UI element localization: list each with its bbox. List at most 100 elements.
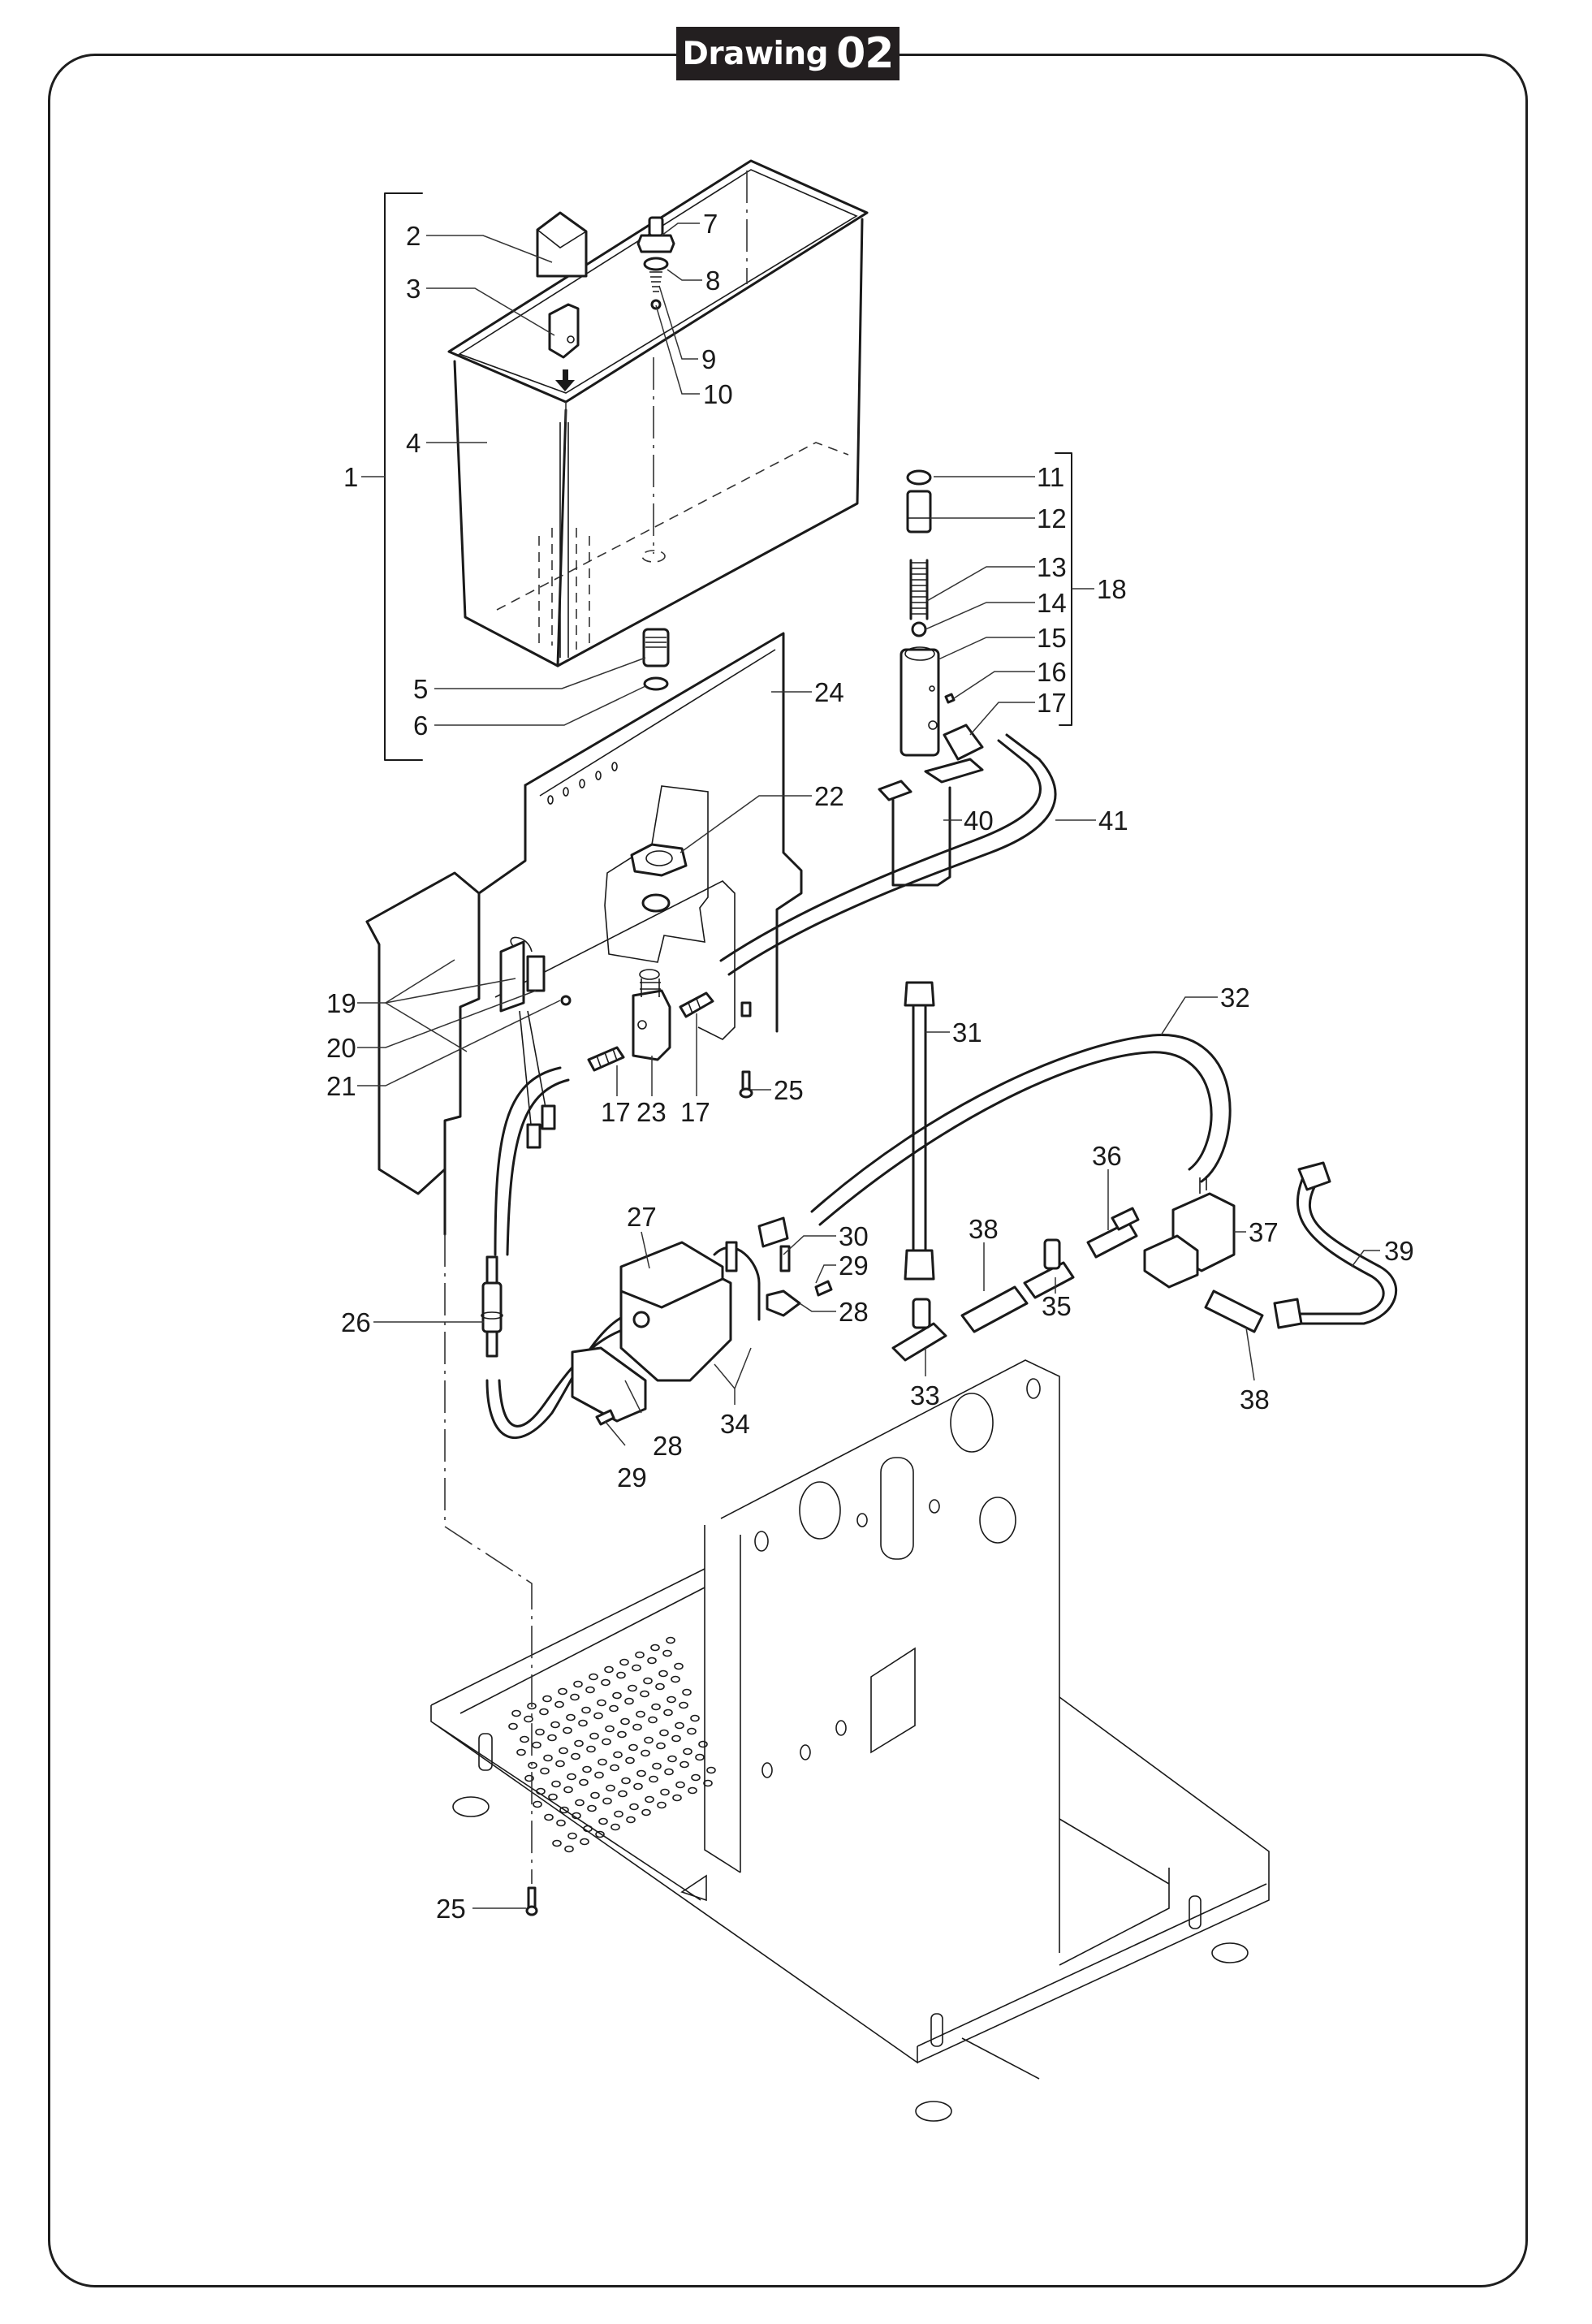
drip-grid-hole	[550, 1721, 560, 1729]
drip-grid-hole	[620, 1717, 630, 1726]
drip-grid-hole	[598, 1758, 607, 1766]
part-label-23: 23	[636, 1097, 667, 1127]
drip-grid-hole	[575, 1799, 585, 1807]
drip-grid-hole	[618, 1790, 628, 1798]
drip-grid-hole	[667, 1695, 676, 1704]
part-label-27: 27	[627, 1202, 657, 1232]
drip-grid-hole	[640, 1690, 649, 1698]
water-tank	[447, 159, 869, 667]
part-label-25-upper: 25	[774, 1075, 804, 1105]
part-label-35: 35	[1042, 1291, 1072, 1321]
inlet-part-26	[481, 1255, 503, 1358]
part-label-17-valve: 17	[1037, 688, 1067, 718]
part-label-32: 32	[1220, 983, 1250, 1013]
drip-grid-hole	[598, 1817, 608, 1825]
drip-grid-hole	[641, 1808, 651, 1816]
hoses	[485, 733, 1232, 1439]
drip-grid-hole	[563, 1786, 573, 1794]
valve-part-38-left	[960, 1285, 1029, 1333]
drip-grid-hole	[691, 1773, 701, 1782]
screw-part-25-lower	[525, 1886, 538, 1916]
part-label-28-right: 28	[839, 1297, 869, 1327]
drip-grid-hole	[659, 1729, 669, 1737]
assembly-centerlines	[444, 402, 567, 1884]
part-label-20: 20	[326, 1033, 356, 1063]
drip-grid-hole	[629, 1803, 639, 1811]
drip-grid-hole	[548, 1793, 558, 1801]
part-label-14: 14	[1037, 588, 1067, 618]
drip-grid-hole	[601, 1678, 610, 1687]
pump-screws	[595, 1245, 833, 1426]
drip-grid-hole	[683, 1747, 692, 1756]
drip-grid-hole	[571, 1752, 580, 1760]
drip-grid-hole	[660, 1788, 670, 1796]
drip-grid-hole	[613, 1751, 623, 1759]
drip-grid-hole	[628, 1743, 638, 1752]
part-label-3: 3	[406, 274, 421, 304]
drip-grid-hole	[656, 1742, 666, 1750]
part-label-4: 4	[406, 428, 421, 458]
drip-grid-hole	[690, 1714, 700, 1722]
part-label-31: 31	[952, 1017, 982, 1048]
support-panel-part-24	[365, 632, 803, 1236]
drip-grid-hole	[658, 1670, 668, 1678]
drip-grid-hole	[666, 1636, 675, 1644]
drip-grid-hole	[628, 1684, 637, 1692]
drip-grid-hole	[516, 1748, 526, 1756]
part-label-1: 1	[343, 462, 358, 492]
part-label-28-left: 28	[653, 1431, 683, 1461]
drip-grid-hole	[632, 1664, 641, 1672]
part-label-12: 12	[1037, 503, 1067, 533]
drip-grid-hole	[589, 1673, 598, 1681]
drip-grid-hole	[586, 1745, 596, 1753]
drip-grid-hole	[520, 1735, 529, 1743]
drip-grid-hole	[532, 1741, 541, 1749]
drip-grid-hole	[672, 1794, 682, 1802]
drip-grid-hole	[703, 1779, 713, 1787]
drip-grid-hole	[528, 1761, 537, 1769]
part-label-7: 7	[703, 209, 718, 239]
drip-grid-hole	[652, 1762, 662, 1770]
drip-grid-hole	[602, 1797, 612, 1805]
panel-holes	[547, 762, 618, 805]
part-label-9: 9	[701, 344, 716, 374]
float-part-2	[536, 211, 588, 278]
drip-grid-hole	[617, 1730, 627, 1739]
drip-grid-hole	[566, 1713, 576, 1721]
drip-grid-hole	[543, 1754, 553, 1762]
drip-grid-hole	[650, 1644, 660, 1652]
drip-grid-hole	[547, 1734, 557, 1742]
drip-grid-hole	[619, 1658, 629, 1666]
drip-grid-hole	[680, 1760, 689, 1769]
group-brackets	[361, 192, 1094, 761]
drip-grid-hole	[535, 1728, 545, 1736]
drip-grid-hole	[604, 1665, 614, 1674]
drip-grid-hole	[539, 1708, 549, 1716]
insert-arrow-icon	[555, 369, 575, 391]
part-label-29-right: 29	[839, 1251, 869, 1281]
part-label-38-left: 38	[969, 1214, 999, 1244]
drip-grid-hole	[633, 1782, 643, 1791]
drip-grid-hole	[524, 1715, 533, 1723]
drip-grid-hole	[552, 1839, 562, 1847]
drip-grid-hole	[645, 1795, 654, 1803]
drip-grid-hole	[641, 1749, 650, 1757]
drip-grid-hole	[621, 1777, 631, 1785]
drip-grid-hole	[554, 1700, 564, 1708]
part-label-17-right: 17	[680, 1097, 710, 1127]
part-label-34: 34	[720, 1409, 750, 1439]
drip-grid-hole	[657, 1801, 667, 1809]
drip-grid-hole	[582, 1765, 592, 1773]
drip-grid-hole	[643, 1677, 653, 1685]
drip-grid-hole	[687, 1727, 697, 1735]
drip-grid-hole	[597, 1699, 606, 1707]
drip-grid-hole	[675, 1781, 685, 1789]
drip-grid-hole	[609, 1704, 619, 1713]
drawing-title: Drawing 02	[676, 27, 900, 80]
drip-grid-hole	[667, 1755, 677, 1763]
drip-grid-hole	[524, 1774, 534, 1782]
drip-grid-hole	[655, 1683, 665, 1691]
part-labels: 1 2 3 4 5 6 7 8 9 10 11 12 13 14 15 16 1…	[326, 209, 1414, 1924]
part-label-40: 40	[964, 806, 994, 836]
